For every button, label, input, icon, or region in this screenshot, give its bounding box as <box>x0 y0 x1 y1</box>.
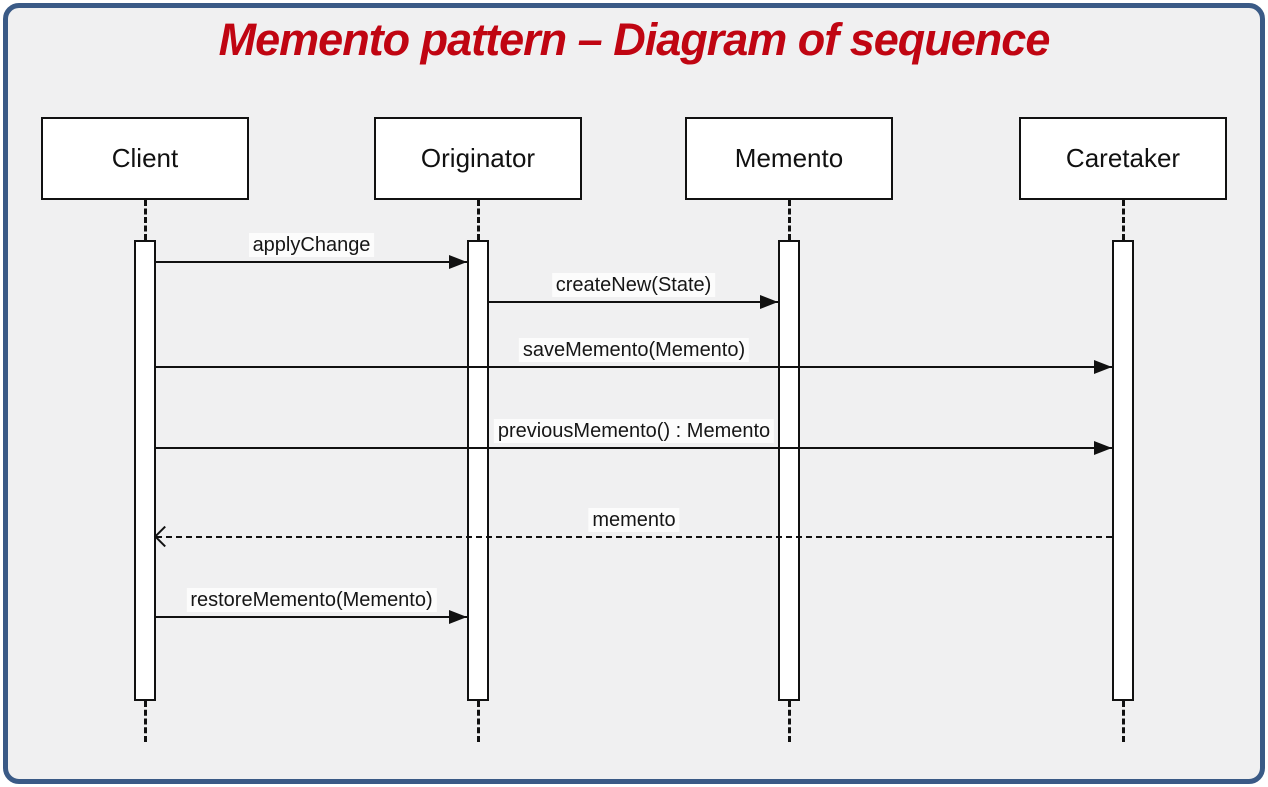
actor-label-originator: Originator <box>420 143 536 173</box>
actor-label-caretaker: Caretaker <box>1065 143 1181 173</box>
message-label-2: createNew(State) <box>551 273 716 297</box>
message-line-5 <box>156 536 1112 538</box>
diagram-title: Memento pattern – Diagram of sequence <box>218 14 1051 65</box>
activation-bar-caretaker <box>1112 240 1134 701</box>
lifeline-originator-upper <box>477 200 480 240</box>
message-arrowhead-2 <box>760 295 778 309</box>
message-line-6 <box>156 616 467 618</box>
activation-bar-originator <box>467 240 489 701</box>
actor-box-originator: Originator <box>374 117 582 200</box>
message-arrowhead-4 <box>1094 441 1112 455</box>
lifeline-caretaker-lower <box>1122 701 1125 742</box>
lifeline-caretaker-upper <box>1122 200 1125 240</box>
message-line-3 <box>156 366 1112 368</box>
activation-bar-memento <box>778 240 800 701</box>
message-line-4 <box>156 447 1112 449</box>
message-arrowhead-6 <box>449 610 467 624</box>
actor-label-client: Client <box>111 143 179 173</box>
lifeline-originator-lower <box>477 701 480 742</box>
actor-label-memento: Memento <box>734 143 844 173</box>
message-arrowhead-1 <box>449 255 467 269</box>
message-arrowhead-3 <box>1094 360 1112 374</box>
message-line-2 <box>489 301 778 303</box>
lifeline-client-lower <box>144 701 147 742</box>
message-arrowhead-5 <box>153 525 176 548</box>
lifeline-memento-lower <box>788 701 791 742</box>
message-label-5: memento <box>588 508 680 532</box>
actor-box-caretaker: Caretaker <box>1019 117 1227 200</box>
activation-bar-client <box>134 240 156 701</box>
message-label-1: applyChange <box>248 233 375 257</box>
lifeline-memento-upper <box>788 200 791 240</box>
message-label-3: saveMemento(Memento) <box>518 338 750 362</box>
lifeline-client-upper <box>144 200 147 240</box>
message-label-6: restoreMemento(Memento) <box>186 588 437 612</box>
message-line-1 <box>156 261 467 263</box>
message-label-4: previousMemento() : Memento <box>493 419 775 443</box>
actor-box-memento: Memento <box>685 117 893 200</box>
actor-box-client: Client <box>41 117 249 200</box>
